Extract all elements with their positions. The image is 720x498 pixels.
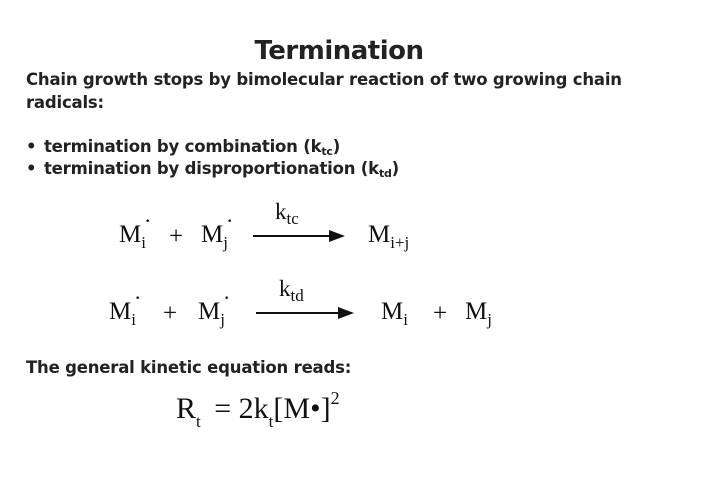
reaction-arrow-icon (256, 307, 354, 319)
radical-dot-icon: · (143, 208, 152, 233)
reaction2-rate-constant: ktd (279, 276, 304, 305)
reaction1-rate-constant: ktc (275, 199, 299, 228)
reaction2-product1: Mi (381, 298, 408, 329)
intro-line-1: Chain growth stops by bimolecular reacti… (26, 70, 622, 89)
bullet-icon: • (26, 159, 37, 178)
reaction1-plus: + (169, 223, 184, 250)
reaction2-product-plus: + (433, 300, 448, 327)
reaction2-product2: Mj (465, 298, 492, 329)
reaction2-reactant2: Mj· (198, 285, 231, 329)
reaction1-reactant1: Mi· (119, 208, 152, 252)
bullet-combination: •termination by combination (ktc) (26, 137, 341, 158)
reaction2-reactant1: Mi· (109, 285, 142, 329)
bullet-icon: • (26, 137, 37, 156)
slide-title: Termination (254, 36, 424, 66)
reaction-arrow-icon (253, 230, 345, 242)
radical-dot-icon: · (225, 208, 234, 233)
radical-dot-icon: · (133, 285, 142, 310)
radical-dot-icon: · (222, 285, 231, 310)
kinetic-equation: Rt = 2kt[M•]2 (176, 388, 340, 431)
reaction1-reactant2: Mj· (201, 208, 234, 252)
kinetic-intro: The general kinetic equation reads: (26, 358, 352, 377)
reaction1-product: Mi+j (368, 221, 410, 252)
reaction2-plus: + (163, 300, 178, 327)
intro-line-2: radicals: (26, 93, 104, 112)
bullet-disproportionation: •termination by disproportionation (ktd) (26, 159, 400, 180)
